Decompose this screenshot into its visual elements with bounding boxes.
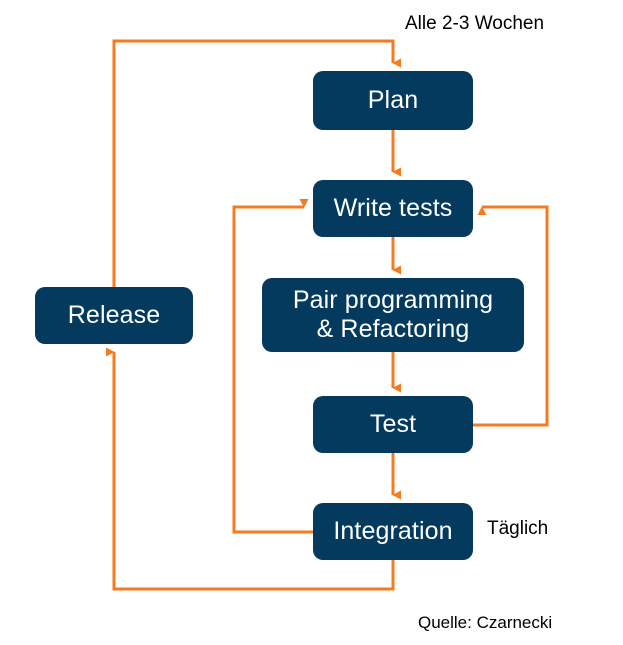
node-release-label: Release — [67, 300, 161, 329]
node-pair-programming-refactoring[interactable]: Pair programming & Refactoring — [262, 278, 524, 352]
edge-integration-to-write-tests — [232, 199, 313, 534]
edge-integration-to-release — [106, 347, 395, 591]
node-plan[interactable]: Plan — [313, 71, 473, 130]
edge-release-to-plan — [112, 39, 401, 287]
label-source-attribution: Quelle: Czarnecki — [418, 613, 553, 632]
node-write-tests-label: Write tests — [333, 193, 453, 222]
node-integration[interactable]: Integration — [313, 503, 473, 560]
node-pair-programming-refactoring-label: Pair programming & Refactoring — [292, 285, 494, 344]
node-integration-label: Integration — [333, 516, 453, 545]
node-test[interactable]: Test — [313, 396, 473, 453]
label-daily-cadence: Täglich — [487, 518, 549, 539]
node-test-label: Test — [369, 409, 417, 438]
node-release[interactable]: Release — [35, 287, 193, 344]
edge-test-to-write-tests — [473, 205, 549, 427]
label-iteration-cadence: Alle 2-3 Wochen — [405, 13, 545, 34]
node-plan-label: Plan — [367, 85, 419, 114]
node-write-tests[interactable]: Write tests — [313, 180, 473, 237]
